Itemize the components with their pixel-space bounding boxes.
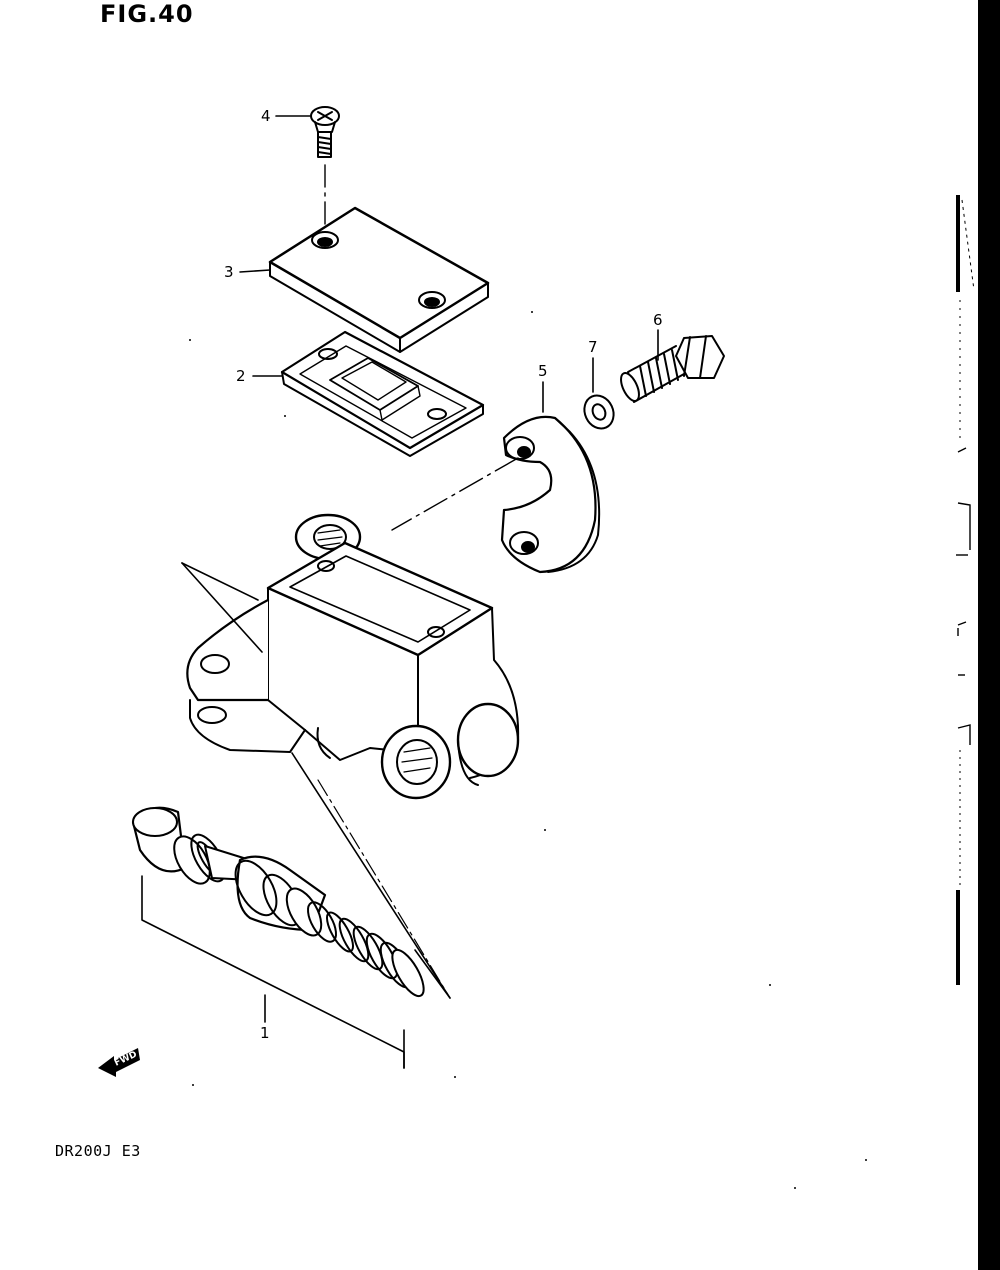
clamp-bolt-part (620, 335, 725, 403)
diaphragm-part (280, 330, 485, 457)
callout-part-1: 1 (260, 1024, 270, 1042)
figure-title: FIG.40 (100, 0, 194, 28)
callout-part-4: 4 (261, 107, 271, 125)
master-cylinder-body (186, 513, 520, 800)
callout-part-2: 2 (236, 367, 246, 385)
piston-kit-part (131, 806, 425, 998)
reservoir-cap-part (268, 206, 490, 353)
model-code-label: DR200J E3 (55, 1142, 141, 1160)
callout-part-5: 5 (538, 362, 548, 380)
clamp-holder-part (500, 415, 601, 574)
callout-part-3: 3 (224, 263, 234, 281)
callout-part-7: 7 (588, 338, 598, 356)
cap-screw-part (310, 106, 340, 158)
washer-part (583, 394, 615, 430)
fwd-arrow-icon: FWD (98, 1048, 140, 1077)
print-specks (189, 311, 867, 1189)
callout-part-6: 6 (653, 311, 663, 329)
scan-edge-border (978, 0, 1000, 1270)
